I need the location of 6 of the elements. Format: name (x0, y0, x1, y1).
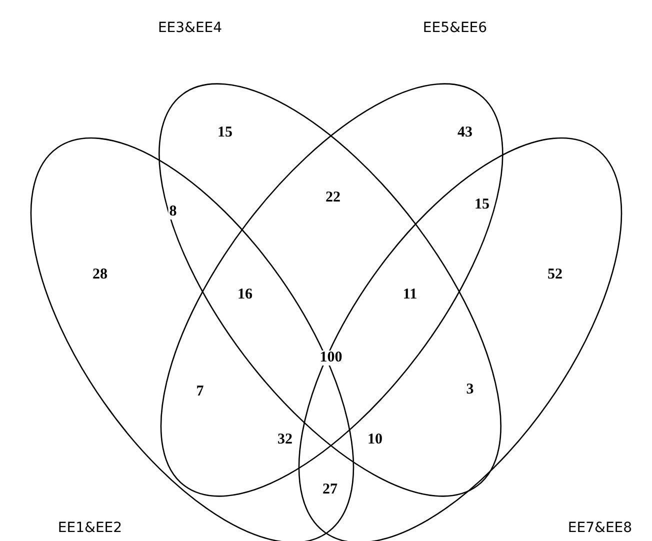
set-label: EE3&EE4 (158, 20, 222, 36)
set-label: EE1&EE2 (58, 520, 122, 536)
region-count: 8 (168, 204, 178, 220)
set-label: EE7&EE8 (568, 520, 632, 536)
set-label: EE5&EE6 (422, 20, 488, 36)
region-count: 100 (318, 350, 344, 366)
